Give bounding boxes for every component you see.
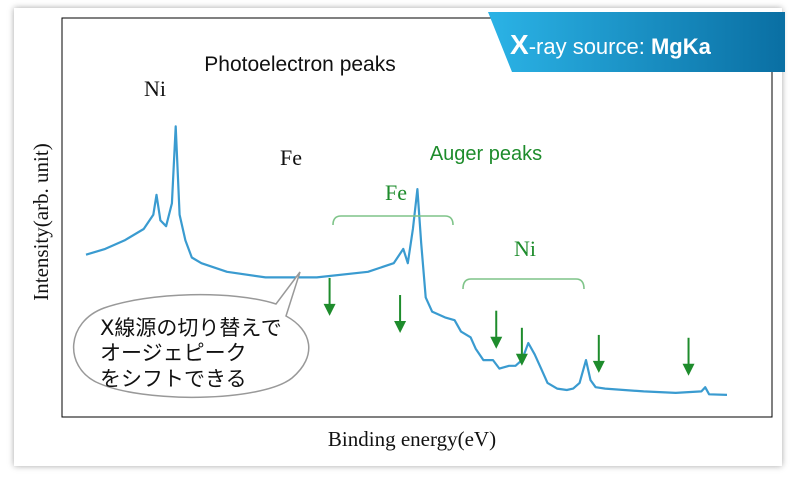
source-banner-text: X-ray source: MgKa bbox=[510, 29, 712, 60]
source-banner bbox=[488, 12, 785, 72]
photoelectron-peaks-label: Photoelectron peaks bbox=[204, 53, 395, 76]
auger-arrow-head bbox=[515, 353, 528, 366]
auger-peaks-label: Auger peaks bbox=[430, 143, 542, 165]
callout-line-1: X線源の切り替えで bbox=[100, 316, 282, 340]
x-axis-label: Binding energy(eV) bbox=[328, 427, 496, 451]
spectrum-line bbox=[85, 125, 728, 396]
callout-line-3: をシフトできる bbox=[100, 367, 247, 391]
auger-ni-bracket bbox=[462, 278, 585, 290]
ni-peak-label: Ni bbox=[144, 76, 166, 101]
plot-frame bbox=[61, 17, 773, 418]
callout-line-2: オージェピーク bbox=[100, 341, 247, 365]
auger-arrow-head bbox=[394, 321, 407, 334]
auger-arrow-head bbox=[592, 360, 605, 373]
auger-arrows bbox=[323, 277, 695, 376]
auger-arrow-head bbox=[323, 303, 336, 316]
auger-arrow-head bbox=[490, 336, 503, 349]
fe-peak-label: Fe bbox=[280, 145, 302, 170]
auger-fe-label: Fe bbox=[385, 180, 407, 205]
y-axis-label: Intensity(arb. unit) bbox=[29, 143, 53, 300]
callout-bubble bbox=[72, 271, 310, 399]
auger-arrow-head bbox=[682, 363, 695, 376]
auger-fe-bracket bbox=[332, 215, 454, 226]
auger-ni-label: Ni bbox=[514, 236, 536, 261]
